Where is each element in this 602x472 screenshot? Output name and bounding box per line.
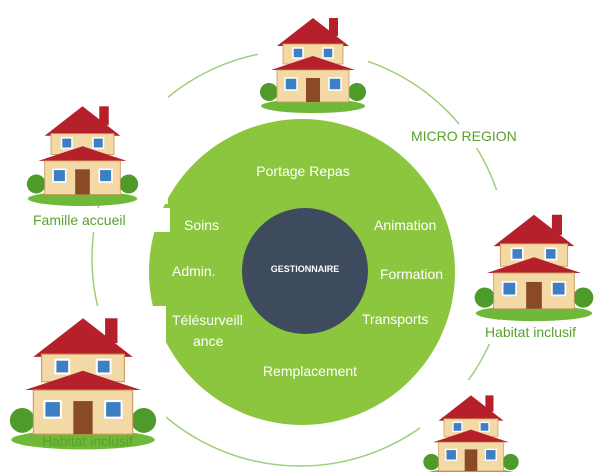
label-telesurveillance-line2: ance xyxy=(193,333,224,349)
label-famille-accueil: Famille accueil xyxy=(33,212,126,228)
label-gestionnaire: GESTIONNAIRE xyxy=(271,264,340,274)
label-micro-region: MICRO REGION xyxy=(411,128,517,144)
label-formation: Formation xyxy=(380,266,443,282)
label-soins: Soins xyxy=(184,217,219,233)
label-animation: Animation xyxy=(374,217,436,233)
label-habitat-inclusif-right: Habitat inclusif xyxy=(485,324,576,340)
label-remplacement: Remplacement xyxy=(263,363,357,379)
label-telesurveillance-line1: Télésurveill xyxy=(172,312,243,328)
center-circle xyxy=(242,208,368,334)
label-admin: Admin. xyxy=(172,263,216,279)
label-habitat-inclusif-left: Habitat inclusif xyxy=(42,433,133,449)
label-transports: Transports xyxy=(362,311,428,327)
label-portage-repas: Portage Repas xyxy=(256,163,349,179)
